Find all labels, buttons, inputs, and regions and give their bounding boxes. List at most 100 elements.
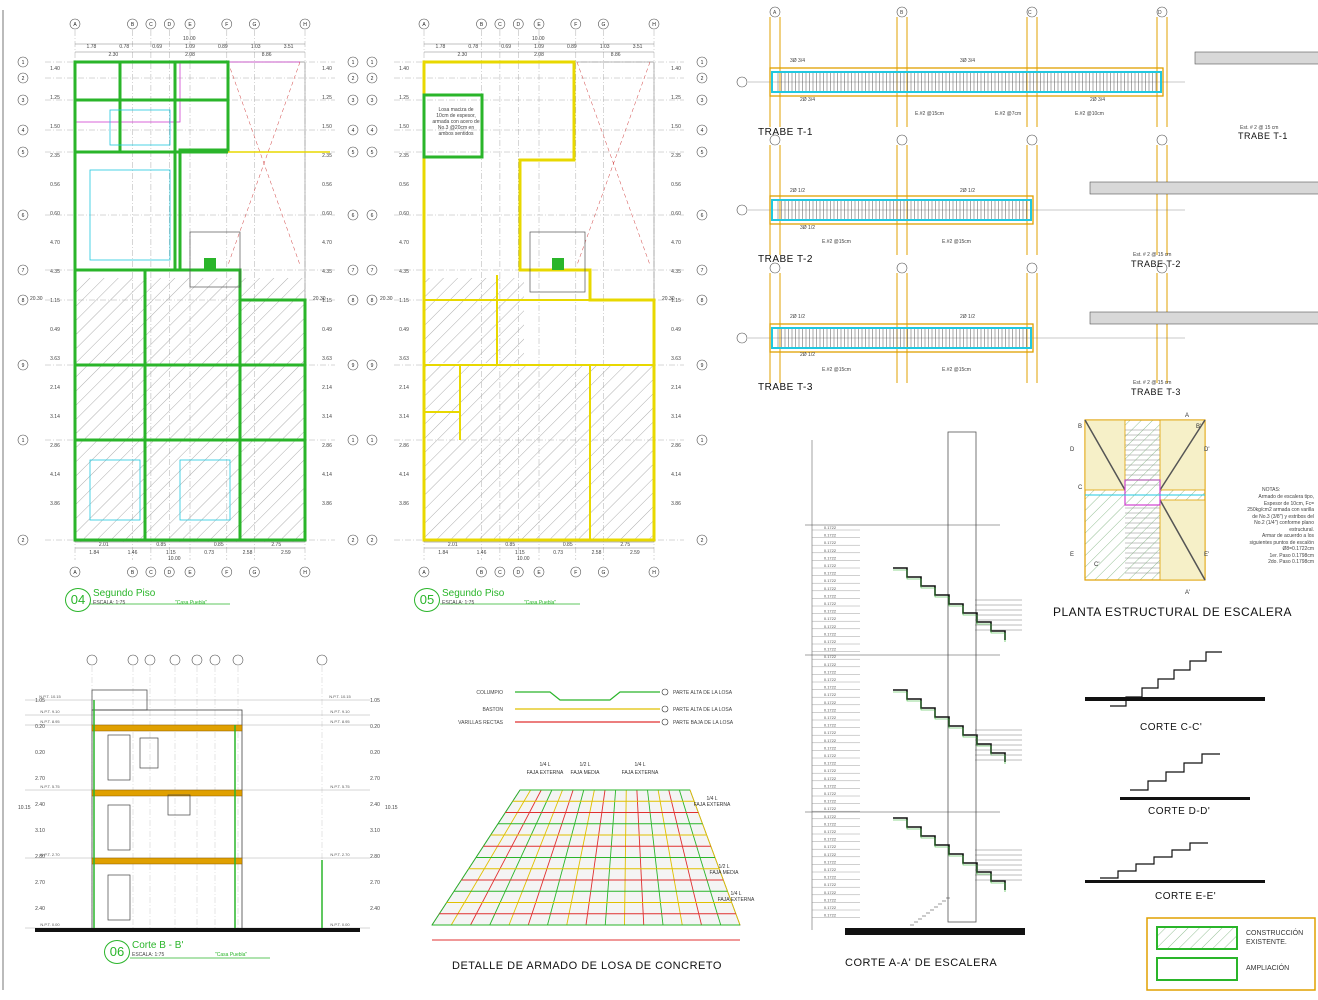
grid-bubble-label: 1 [22, 438, 25, 444]
grid-bubble [494, 566, 506, 578]
grid-bubble [896, 6, 908, 18]
grid-bubble [17, 72, 29, 84]
losa-legend-name: BASTON [483, 707, 504, 713]
plan-number-badge: 05 [414, 588, 440, 612]
grid-bubble [347, 124, 359, 136]
grid-bubble-label: 4 [701, 128, 704, 134]
stair-note-line: Espesor de 10cm, Fc= [1263, 500, 1314, 507]
plan-scale: ESCALA: 1:75 [132, 952, 165, 958]
dimension-label: 0.20 [35, 750, 45, 756]
dimension-label: 0.20 [35, 724, 45, 730]
dimension-label: 0.60 [322, 211, 332, 217]
riser-height-label: 0.1722 [824, 821, 837, 826]
dimension-label: 4.14 [399, 472, 409, 478]
overall-dimension: 10.00 [168, 556, 181, 562]
dimension-label: 1.46 [477, 550, 487, 556]
grid-bubble [366, 209, 378, 221]
top-bars: 3Ø 3/4 [790, 58, 806, 64]
dimension-label: 1.09 [185, 44, 195, 50]
dimension-label: 0.56 [322, 182, 332, 188]
dimension-label: 1.40 [399, 66, 409, 72]
dimension-label: 1.15 [166, 550, 176, 556]
total-height: 10.15 [18, 805, 31, 811]
grid-bubble-label: 1 [352, 60, 355, 66]
strip-name: FAJA EXTERNA [694, 802, 731, 808]
dimension-label: 1.50 [399, 124, 409, 130]
losa-legend-desc: PARTE ALTA DE LA LOSA [673, 707, 733, 713]
grid-bubble [347, 72, 359, 84]
dimension-label: 2.35 [322, 153, 332, 159]
stair-marker: C [1078, 485, 1083, 491]
riser-height-label: 0.1722 [824, 905, 837, 910]
riser-height-label: 0.1722 [824, 540, 837, 545]
stirrup-spacing: E.#2 @15cm [822, 239, 851, 245]
beam-section-title: TRABE T-3 [1131, 387, 1181, 397]
grid-bubble [17, 56, 29, 68]
bottom-bars: 2Ø 1/2 [800, 352, 816, 358]
grid-bubble [347, 209, 359, 221]
riser-height-label: 0.1722 [824, 829, 837, 834]
grid-bubble-label: 5 [22, 150, 25, 156]
grid-bubble-label: B [480, 570, 484, 576]
dimension-label: 2.35 [399, 153, 409, 159]
grid-bubble-label: 5 [352, 150, 355, 156]
grid-bubble-label: 3 [352, 98, 355, 104]
dimension-label: 1.78 [436, 44, 446, 50]
dimension-label: 3.86 [671, 501, 681, 507]
dimension-label: 2.01 [99, 542, 109, 548]
beam-title: TRABE T-2 [758, 254, 813, 265]
stair-note-line: Ø8=0.1722cm [1282, 546, 1314, 552]
extension-dimension: 20.30 [662, 296, 675, 302]
grid-bubble-label: F [574, 570, 577, 576]
dimension-label: 1.40 [671, 66, 681, 72]
dimension-label: 1.84 [438, 550, 448, 556]
total-height: 10.15 [385, 805, 398, 811]
grid-bubble [347, 146, 359, 158]
stirrup-note: Est. # 2 @ 15 cm [1240, 125, 1279, 131]
grid-bubble-label: D [1158, 10, 1162, 16]
level-label: N.P.T. 8.95 [40, 719, 60, 724]
extension-dimension: 20.30 [30, 296, 43, 302]
grid-bubble [696, 72, 708, 84]
losa-legend-name: COLUMPIO [476, 690, 503, 696]
grid-bubble [1026, 134, 1038, 146]
beam-outline [769, 195, 1034, 225]
dimension-label: 0.73 [204, 550, 214, 556]
riser-height-label: 0.1722 [824, 654, 837, 659]
stair-notes: Armado de escalera tipo,Espesor de 10cm,… [1228, 494, 1314, 566]
dimension-label: 0.85 [505, 542, 515, 548]
grid-bubble [221, 18, 233, 30]
dimension-label: 0.49 [671, 327, 681, 333]
grid-bubble-label: 8 [371, 298, 374, 304]
grid-bubble [249, 18, 260, 30]
dimension-label: 3.86 [322, 501, 332, 507]
grid-bubble [347, 534, 359, 546]
riser-height-label: 0.1722 [824, 639, 837, 644]
dimension-label: 2.70 [35, 880, 45, 886]
grid-bubble-label: 8 [22, 298, 25, 304]
top-bars: 3Ø 3/4 [960, 58, 976, 64]
riser-height-label: 0.1722 [824, 753, 837, 758]
grid-bubble-label: 9 [701, 363, 704, 369]
dimension-label: 2.86 [399, 443, 409, 449]
grid-bubble [896, 262, 908, 274]
grid-bubble [648, 566, 660, 578]
stair-rebar [893, 691, 1006, 764]
grid-bubble-label: 9 [371, 363, 374, 369]
riser-height-label: 0.1722 [824, 700, 837, 705]
losa-title: DETALLE DE ARMADO DE LOSA DE CONCRETO [452, 960, 722, 972]
riser-height-label: 0.1722 [824, 624, 837, 629]
slab-note: Losa maciza de 10cm de espesor, armada c… [432, 107, 480, 137]
dimension-label: 3.63 [322, 356, 332, 362]
dimension-label: 1.50 [671, 124, 681, 130]
dimension-label: 3.63 [399, 356, 409, 362]
dimension-label: 0.69 [501, 44, 511, 50]
stirrup-spacing: E.#2 @15cm [915, 111, 944, 117]
stair-note-line: de No.3 (3/8") y estribos del [1252, 513, 1314, 520]
plan-project: "Casa Puebla" [524, 600, 557, 606]
stair-profile [1100, 842, 1208, 879]
riser-height-label: 0.1722 [824, 586, 837, 591]
grid-bubble-label: 7 [701, 268, 704, 274]
extension-dimension: 20.30 [313, 296, 326, 302]
